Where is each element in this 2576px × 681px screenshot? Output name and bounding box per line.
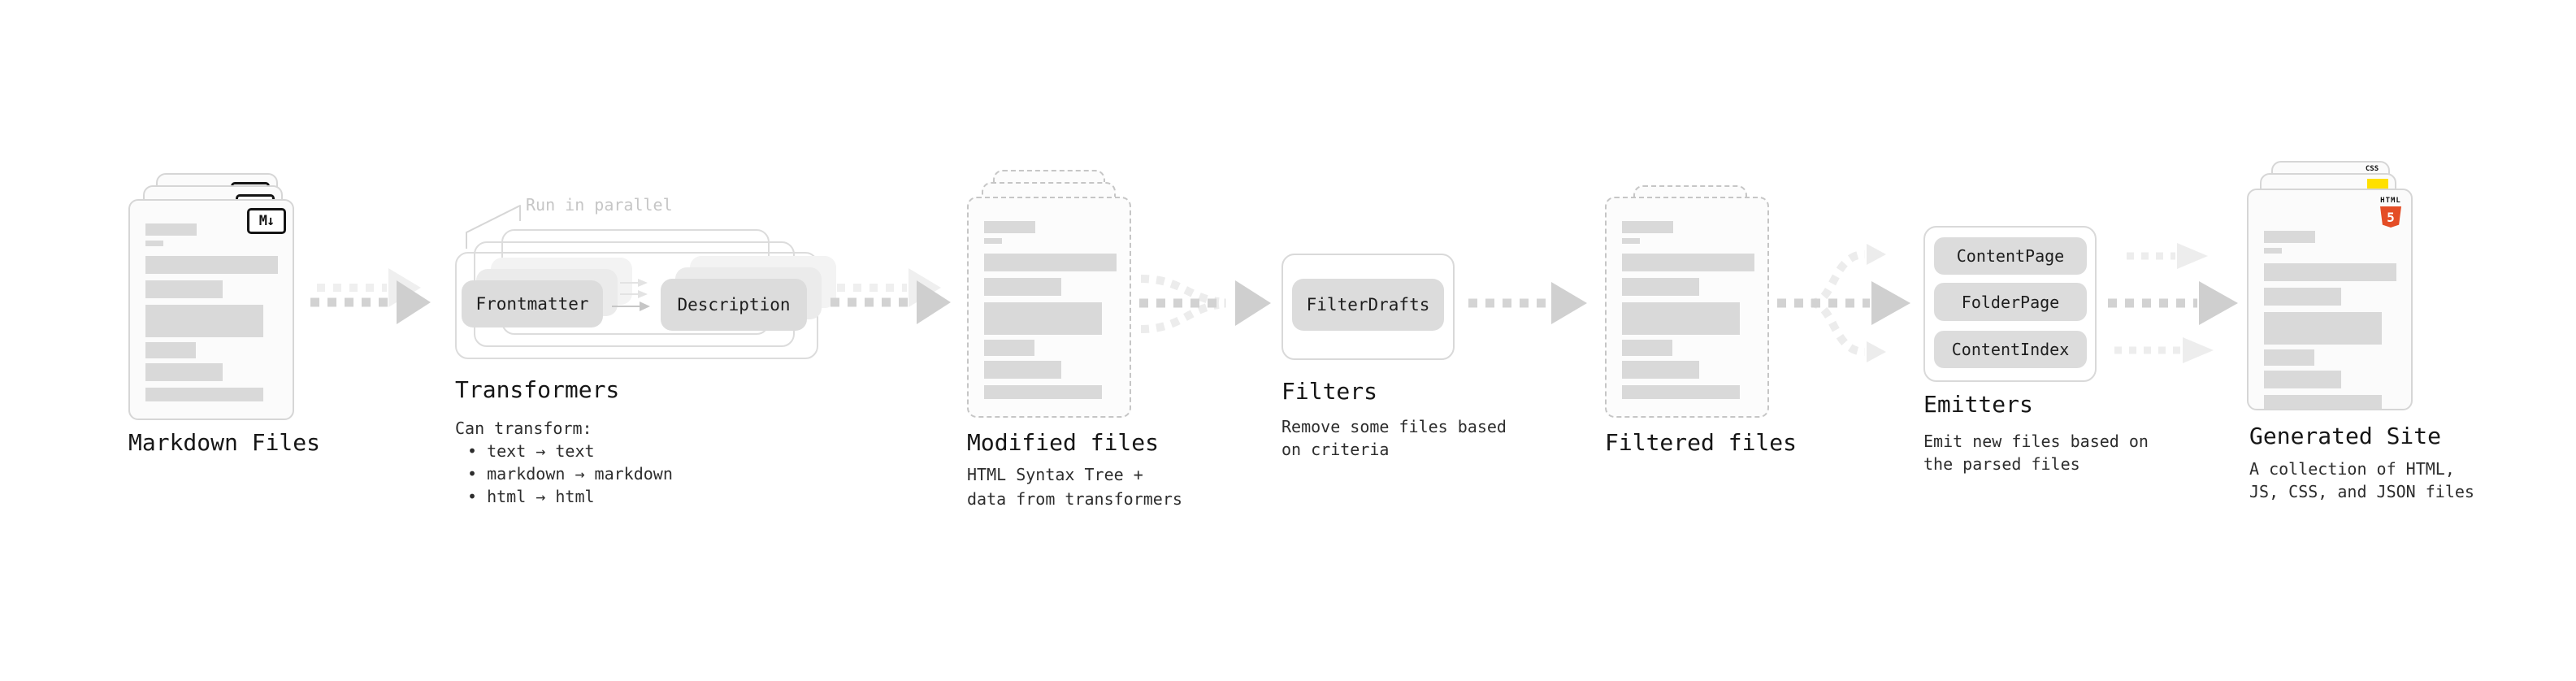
modified-files-description: HTML Syntax Tree + data from transformer… (967, 465, 1182, 509)
generated-site-title: Generated Site (2249, 423, 2442, 449)
emitters-box (1923, 226, 2097, 382)
filters-title: Filters (1281, 378, 1378, 405)
emitter-content-index-chip: ContentIndex (1934, 331, 2087, 368)
stage-emitters: ContentPage FolderPage ContentIndex Emit… (1919, 224, 2149, 476)
filtered-files-title: Filtered files (1605, 429, 1798, 456)
transformers-title: Transformers (455, 376, 620, 403)
parallel-mini-arrows (612, 279, 650, 311)
generated-site-description: A collection of HTML, JS, CSS, and JSON … (2249, 459, 2474, 501)
emitters-description: Emit new files based on the parsed files (1923, 432, 2149, 474)
stage-modified-files: Modified files HTML Syntax Tree + data f… (963, 167, 1199, 509)
arrow-filters-to-filtered (1468, 282, 1587, 324)
emitter-content-page-chip: ContentPage (1934, 237, 2087, 275)
file-content-skeleton (969, 198, 1130, 416)
bullet-markdown-to-markdown: • markdown → markdown (467, 464, 673, 484)
html5-icon: HTML 5 (2379, 197, 2403, 228)
transformer-description-chip: Description (661, 279, 807, 331)
bullet-html-to-html: • html → html (467, 487, 595, 506)
emitter-folder-page-chip: FolderPage (1934, 283, 2087, 321)
stage-filtered-files: Filtered files (1601, 167, 1837, 475)
filter-drafts-chip: FilterDrafts (1292, 279, 1444, 331)
file-content-skeleton (130, 201, 293, 419)
file-content-skeleton (2249, 190, 2411, 409)
filters-description: Remove some files based on criteria (1281, 417, 1507, 459)
arrow-markdown-to-transformers (310, 268, 431, 324)
transformers-description: Can transform: • text → text • markdown … (455, 417, 673, 508)
modified-file-card-front (967, 197, 1131, 418)
stage-markdown-files: M↓ M↓ M↓ Markdown Files (126, 161, 353, 486)
arrow-main (830, 280, 951, 324)
arrow-main (310, 280, 431, 324)
modified-files-title: Modified files (967, 429, 1160, 456)
emitters-title: Emitters (1923, 391, 2033, 418)
stage-filters: FilterDrafts Filters Remove some files b… (1277, 252, 1507, 463)
annotation-callout-line (466, 205, 521, 249)
stage-generated-site: CSS HTML 5 Generated Site A collection o… (2243, 159, 2487, 517)
arrow-transformers-to-modified (830, 268, 951, 324)
markdown-file-card-front: M↓ (128, 199, 294, 420)
markdown-files-title: Markdown Files (128, 429, 321, 456)
transformer-frontmatter-chip: Frontmatter (462, 280, 603, 327)
transform-bullets: • text → text • markdown → markdown • ht… (455, 440, 673, 508)
arrow-modified-to-filters-converge (1139, 275, 1271, 333)
arrow-middle (2108, 281, 2238, 325)
filtered-file-card-front (1605, 197, 1769, 418)
filters-box (1281, 254, 1455, 360)
markdown-icon: M↓ (247, 208, 286, 234)
arrow-bottom-light (2114, 337, 2214, 363)
arrow-filtered-to-emitters-diverge (1777, 244, 1910, 362)
arrow-top-light (2127, 243, 2208, 269)
run-in-parallel-label: Run in parallel (526, 195, 673, 215)
html5-shield: 5 (2380, 206, 2401, 228)
arrow-emitters-to-site-triple (2108, 243, 2238, 363)
js-file-icon (2367, 179, 2388, 189)
stage-transformers: Run in parallel Frontmatter Description … (451, 187, 836, 512)
file-content-skeleton (1607, 198, 1767, 416)
site-file-card-html: HTML 5 (2247, 189, 2413, 410)
can-transform-intro: Can transform: (455, 419, 592, 438)
bullet-text-to-text: • text → text (467, 441, 595, 461)
